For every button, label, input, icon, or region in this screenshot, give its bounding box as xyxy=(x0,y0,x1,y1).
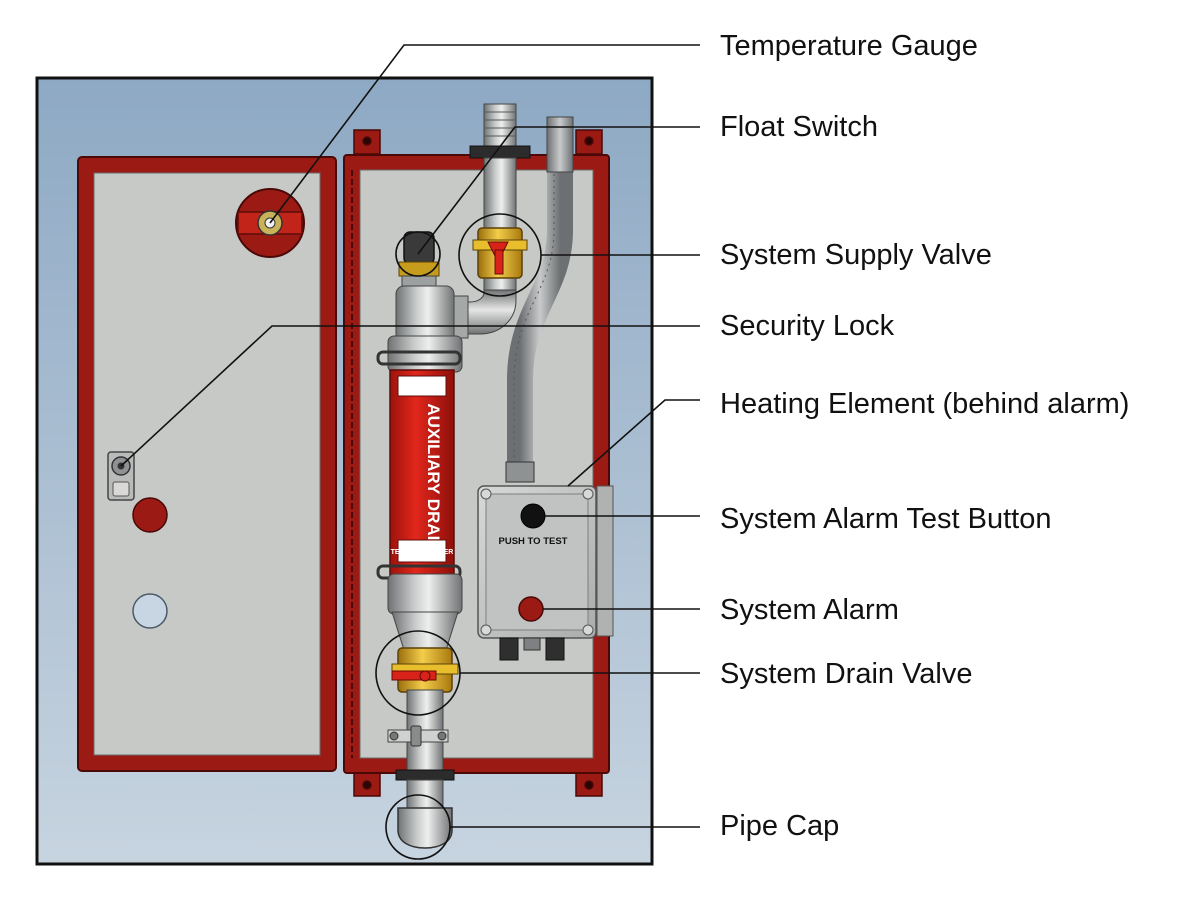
upper-coupling xyxy=(387,335,463,373)
system-alarm-lamp xyxy=(518,596,544,622)
callout-security-lock: Security Lock xyxy=(720,310,895,342)
pipe-bracket xyxy=(387,725,449,747)
system-drain-valve xyxy=(391,647,459,693)
pipe-cap xyxy=(397,807,453,849)
drain-top-tag: SYSTEM xyxy=(403,382,440,392)
door-knockout-red xyxy=(132,497,168,533)
callout-system-alarm: System Alarm xyxy=(720,594,899,626)
drain-title: AUXILIARY DRAIN xyxy=(424,403,443,552)
conduit-fitting xyxy=(505,461,535,483)
conduit-top xyxy=(546,116,574,173)
callout-float-switch: Float Switch xyxy=(720,111,878,143)
lower-coupling xyxy=(387,573,463,615)
supply-nipple xyxy=(469,103,531,159)
leader-lines xyxy=(120,44,700,828)
alarm-test-button xyxy=(520,503,546,529)
upper-clamp xyxy=(376,350,462,366)
electrical-conduit xyxy=(507,120,573,470)
callout-system-supply-valve: System Supply Valve xyxy=(720,239,992,271)
push-to-test-label: PUSH TO TEST xyxy=(499,536,568,547)
callout-system-drain-valve: System Drain Valve xyxy=(720,658,973,690)
drain-bottom-tag: TERMINAL WATER xyxy=(391,549,454,556)
bottom-gland xyxy=(395,769,455,781)
alarm-box xyxy=(477,485,614,661)
callout-system-alarm-test-button: System Alarm Test Button xyxy=(720,503,1052,535)
callout-pipe-cap: Pipe Cap xyxy=(720,810,840,842)
system-supply-valve xyxy=(472,227,528,279)
float-switch xyxy=(398,231,440,289)
callout-temperature-gauge: Temperature Gauge xyxy=(720,30,978,62)
callout-heating-element: Heating Element (behind alarm) xyxy=(720,388,1130,420)
security-lock xyxy=(107,451,135,501)
door-knockout-open xyxy=(132,593,168,629)
